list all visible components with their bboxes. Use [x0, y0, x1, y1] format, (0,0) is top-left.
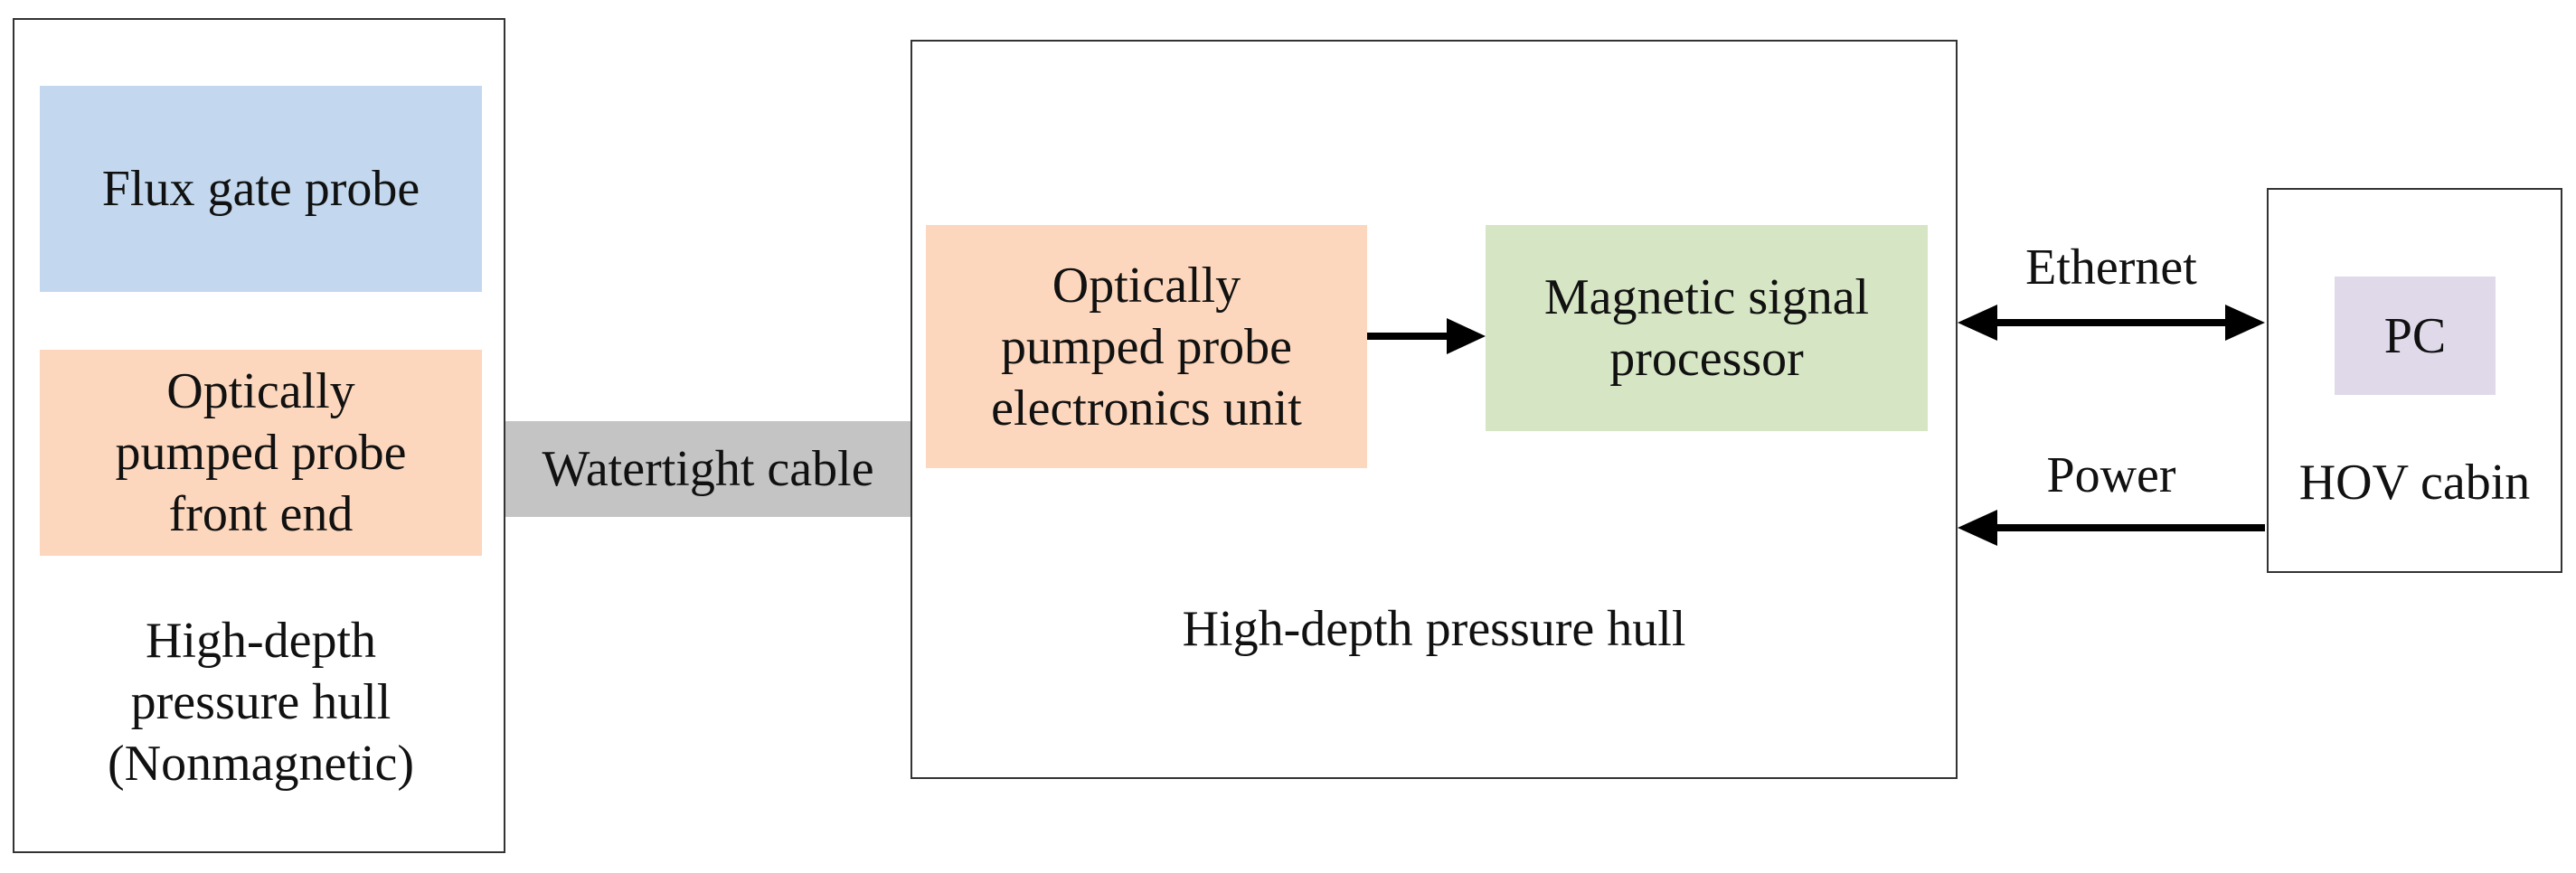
optically-pumped-probe-front-end-block: Optically pumped probe front end [40, 350, 482, 556]
ethernet-label: Ethernet [2025, 239, 2197, 296]
watertight-cable: Watertight cable [505, 421, 911, 517]
left-hull-label: High-depth pressure hull (Nonmagnetic) [108, 613, 414, 792]
flux-gate-probe-block: Flux gate probe [40, 86, 482, 292]
power-arrow [1958, 510, 2265, 546]
pc-block: PC [2335, 277, 2496, 395]
hov-cabin-label: HOV cabin [2298, 455, 2531, 511]
arrow-electronics-to-processor [1367, 318, 1486, 354]
power-label: Power [2046, 447, 2176, 503]
magnetic-signal-processor-block: Magnetic signal processor [1486, 225, 1928, 431]
main-hull-label: High-depth pressure hull [1182, 601, 1686, 657]
optically-pumped-probe-electronics-unit-block: Optically pumped probe electronics unit [926, 225, 1367, 468]
ethernet-double-arrow [1958, 305, 2265, 341]
